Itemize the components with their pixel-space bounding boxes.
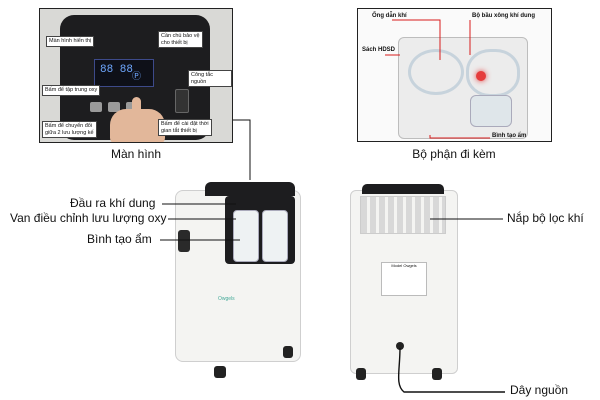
display-digits: 88 88 (100, 64, 134, 76)
callout-timer: Bấm để cài đặt thời gian tắt thiết bị (158, 119, 212, 136)
screen-photo-panel: 88 88 Ⓟ Màn hình hiển thị Cần chú bảo vệ… (39, 8, 233, 143)
front-wheel-left (214, 366, 226, 378)
back-label-plate: Model Owgels (381, 262, 427, 296)
display-screen: 88 88 (94, 59, 154, 87)
callout-oxy: Bấm để tập trung oxy (42, 85, 101, 96)
label-outlet: Đầu ra khí dung (70, 196, 156, 210)
callout-warning: Cần chú bảo vệ cho thiết bị (158, 31, 203, 48)
label-humidifier-kit: Bình tạo ẩm (492, 133, 527, 139)
display-logo: Ⓟ (132, 71, 142, 81)
filter-grille (360, 196, 446, 234)
label-tube: Ống dẫn khí (372, 13, 407, 19)
label-humidifier: Bình tạo ẩm (87, 232, 152, 246)
flow-switch-button[interactable] (108, 102, 120, 112)
red-light (476, 71, 486, 81)
finger (132, 97, 141, 119)
label-filter: Nắp bộ lọc khí (507, 211, 584, 225)
label-manual: Sách HDSD (362, 47, 396, 53)
caption-accessories: Bộ phận đi kèm (412, 147, 496, 161)
power-socket (396, 342, 404, 350)
callout-display: Màn hình hiển thị (46, 36, 95, 47)
label-power-cord: Dây nguồn (510, 383, 569, 397)
front-wheel-right (283, 346, 293, 358)
callout-power: Công tắc nguồn (188, 70, 232, 87)
front-bottle-right (262, 210, 288, 262)
front-handle (178, 230, 190, 252)
back-wheel-right (432, 368, 442, 380)
back-wheel-left (356, 368, 366, 380)
front-brand: Owgels (218, 296, 235, 302)
caption-screen: Màn hình (110, 147, 162, 161)
accessories-photo-panel: Ống dẫn khí Bộ bầu xông khí dung Sách HD… (357, 8, 552, 142)
back-device-top (362, 184, 444, 194)
callout-switch-flow: Bấm để chuyển đổi giữa 2 lưu lượng kế (42, 121, 97, 138)
power-switch[interactable] (175, 89, 189, 113)
front-device-top (205, 182, 295, 196)
humidifier-bottle (470, 95, 512, 127)
label-valve: Van điều chỉnh lưu lượng oxy (10, 211, 167, 225)
label-nebulizer: Bộ bầu xông khí dung (472, 13, 535, 19)
front-bottle-left (233, 210, 259, 262)
oxy-button[interactable] (90, 102, 102, 112)
tubing (408, 49, 464, 95)
